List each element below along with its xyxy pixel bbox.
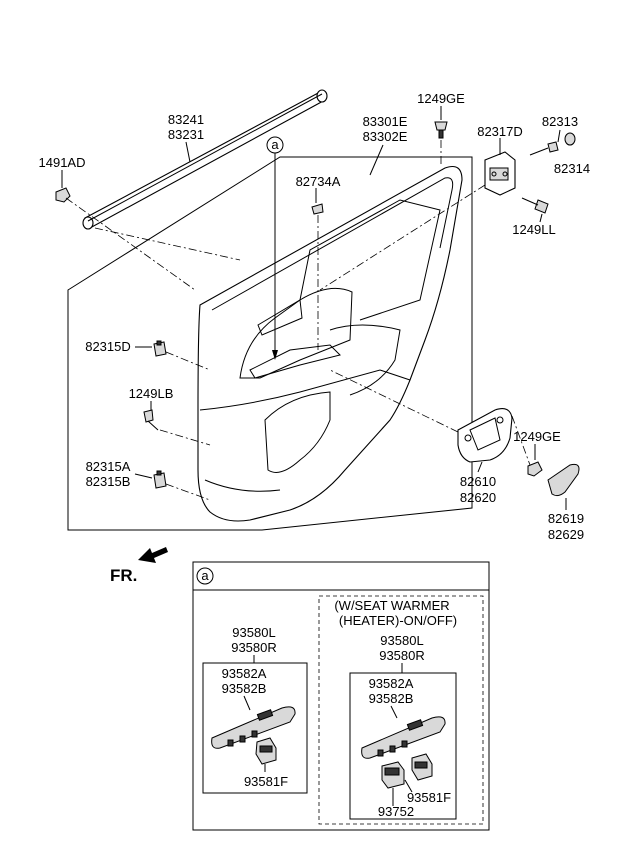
guide-1249ge-mid bbox=[511, 415, 531, 466]
label-82315d: 82315D bbox=[85, 339, 131, 354]
guide-82610 bbox=[329, 369, 459, 433]
guide-strip bbox=[94, 227, 241, 261]
detail-right-dashed-box bbox=[318, 595, 484, 825]
guide-82315d bbox=[165, 351, 211, 371]
callout-a-text: a bbox=[271, 137, 279, 152]
guide-82315a bbox=[165, 483, 211, 501]
leader-82313 bbox=[557, 129, 561, 143]
detail-right-warmer-label: 93752 bbox=[378, 804, 414, 819]
detail-right-assy-2: 93580R bbox=[379, 648, 425, 663]
fastener-82315d bbox=[153, 340, 167, 357]
label-1249lb: 1249LB bbox=[129, 386, 174, 401]
label-82734a: 82734A bbox=[296, 174, 341, 189]
guide-1491ad bbox=[65, 197, 196, 291]
detail-right-switch-leader bbox=[404, 779, 413, 793]
screw-82313 bbox=[529, 141, 559, 156]
label-82629: 82629 bbox=[548, 527, 584, 542]
label-1249ge-mid: 1249GE bbox=[513, 429, 561, 444]
detail-right-switch bbox=[411, 753, 433, 781]
label-83241: 83241 bbox=[168, 112, 204, 127]
clip-1491ad bbox=[55, 187, 71, 203]
leader-83241 bbox=[185, 141, 191, 163]
detail-right-inner-box bbox=[349, 672, 457, 820]
detail-left-sub-leader bbox=[243, 695, 251, 711]
screw-1249lb bbox=[143, 409, 159, 431]
detail-left-switch bbox=[255, 737, 277, 765]
detail-left-sub-2: 93582B bbox=[222, 681, 267, 696]
guide-82317d bbox=[319, 184, 486, 291]
detail-left-switch-panel bbox=[211, 706, 296, 749]
bracket-82317d bbox=[484, 151, 516, 196]
detail-right-warmer-switch bbox=[381, 761, 405, 789]
callout-a-arrow bbox=[272, 350, 278, 360]
guide-1249lb bbox=[159, 429, 211, 446]
detail-box bbox=[192, 561, 490, 831]
label-1491ad: 1491AD bbox=[39, 155, 86, 170]
detail-left-switch-label: 93581F bbox=[244, 774, 288, 789]
label-82620: 82620 bbox=[460, 490, 496, 505]
detail-right-switch-label: 93581F bbox=[407, 790, 451, 805]
detail-right-sub-2: 93582B bbox=[369, 691, 414, 706]
detail-callout-text: a bbox=[201, 568, 209, 583]
weatherstrip-part bbox=[82, 89, 328, 230]
detail-right-sub-1: 93582A bbox=[369, 676, 414, 691]
label-82314: 82314 bbox=[554, 161, 590, 176]
label-82315a: 82315A bbox=[86, 459, 131, 474]
inside-handle-82610 bbox=[457, 408, 513, 463]
screw-1249ll bbox=[521, 197, 549, 214]
detail-right-switch-panel bbox=[361, 716, 446, 759]
fastener-82315a bbox=[153, 470, 167, 489]
label-83231: 83231 bbox=[168, 127, 204, 142]
label-82313: 82313 bbox=[542, 114, 578, 129]
detail-right-note-2: (HEATER)-ON/OFF) bbox=[339, 613, 457, 628]
front-label: FR. bbox=[110, 566, 137, 585]
assembly-outline bbox=[67, 156, 473, 531]
screw-1249ge-mid bbox=[527, 461, 543, 477]
detail-right-assy-1: 93580L bbox=[380, 633, 423, 648]
detail-left-sub-1: 93582A bbox=[222, 666, 267, 681]
label-1249ge-top: 1249GE bbox=[417, 91, 465, 106]
screw-1249ge-top bbox=[434, 121, 448, 139]
label-1249ll: 1249LL bbox=[512, 222, 555, 237]
detail-right-sub-leader bbox=[390, 705, 398, 719]
leader-82610 bbox=[477, 461, 483, 473]
label-82317d: 82317D bbox=[477, 124, 523, 139]
cover-82619 bbox=[547, 463, 580, 497]
leader-1249ll bbox=[539, 213, 543, 223]
detail-left-assy-2: 93580R bbox=[231, 640, 277, 655]
label-82315b: 82315B bbox=[86, 474, 131, 489]
door-trim-panel bbox=[197, 165, 463, 522]
detail-callout-circle bbox=[196, 567, 214, 585]
label-82610: 82610 bbox=[460, 474, 496, 489]
detail-left-inner-box bbox=[202, 662, 308, 794]
cap-82314 bbox=[564, 132, 576, 146]
leader-83301e bbox=[369, 144, 384, 176]
label-83302e: 83302E bbox=[363, 129, 408, 144]
leader-82315a bbox=[134, 473, 153, 479]
clip-82734a bbox=[311, 203, 324, 215]
label-82619: 82619 bbox=[548, 511, 584, 526]
detail-left-assy-1: 93580L bbox=[232, 625, 275, 640]
detail-right-note-1: (W/SEAT WARMER bbox=[334, 598, 449, 613]
front-direction-arrow-icon bbox=[138, 547, 168, 563]
label-83301e: 83301E bbox=[363, 114, 408, 129]
